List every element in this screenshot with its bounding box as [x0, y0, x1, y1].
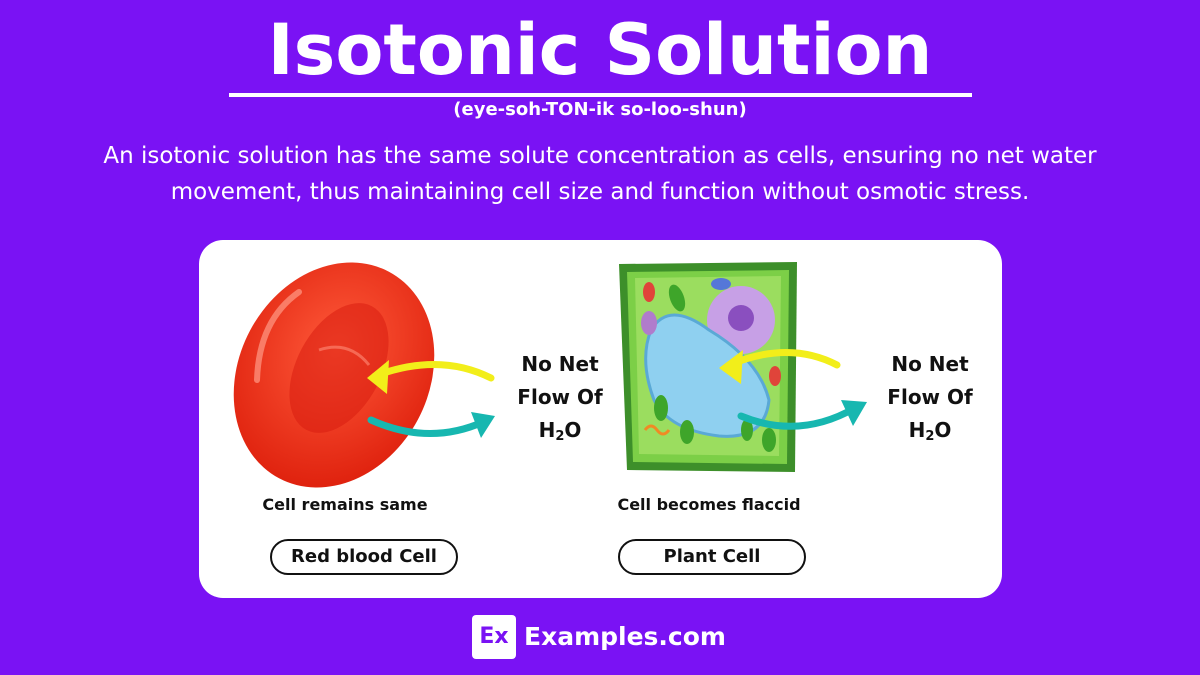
brand-name: Examples.com: [524, 614, 726, 660]
right-flow-label: No Net Flow Of H2O: [875, 348, 985, 453]
right-flow-line1: No Net: [875, 348, 985, 381]
rbc-label: Red blood Cell: [270, 539, 458, 575]
right-flow-o: O: [934, 418, 951, 442]
diagram-panel: No Net Flow Of H2O No Net Flow Of H2O Ce…: [199, 240, 1002, 598]
left-flow-label: No Net Flow Of H2O: [505, 348, 615, 453]
right-flow-h: H: [909, 418, 926, 442]
right-flow-line2: Flow Of: [875, 381, 985, 414]
pronunciation: (eye-soh-TON-ik so-loo-shun): [0, 97, 1200, 123]
plant-cell-illustration: [619, 262, 797, 472]
left-flow-formula: H2O: [505, 414, 615, 453]
left-flow-h: H: [539, 418, 556, 442]
rbc-caption: Cell remains same: [235, 494, 455, 516]
page-title: Isotonic Solution: [0, 6, 1200, 94]
red-blood-cell-illustration: [199, 240, 473, 523]
left-flow-o: O: [564, 418, 581, 442]
brand-logo-icon: Ex: [472, 615, 516, 659]
left-flow-line1: No Net: [505, 348, 615, 381]
plant-caption: Cell becomes flaccid: [591, 494, 827, 516]
description: An isotonic solution has the same solute…: [40, 138, 1160, 210]
left-flow-line2: Flow Of: [505, 381, 615, 414]
plant-label: Plant Cell: [618, 539, 806, 575]
right-flow-formula: H2O: [875, 414, 985, 453]
